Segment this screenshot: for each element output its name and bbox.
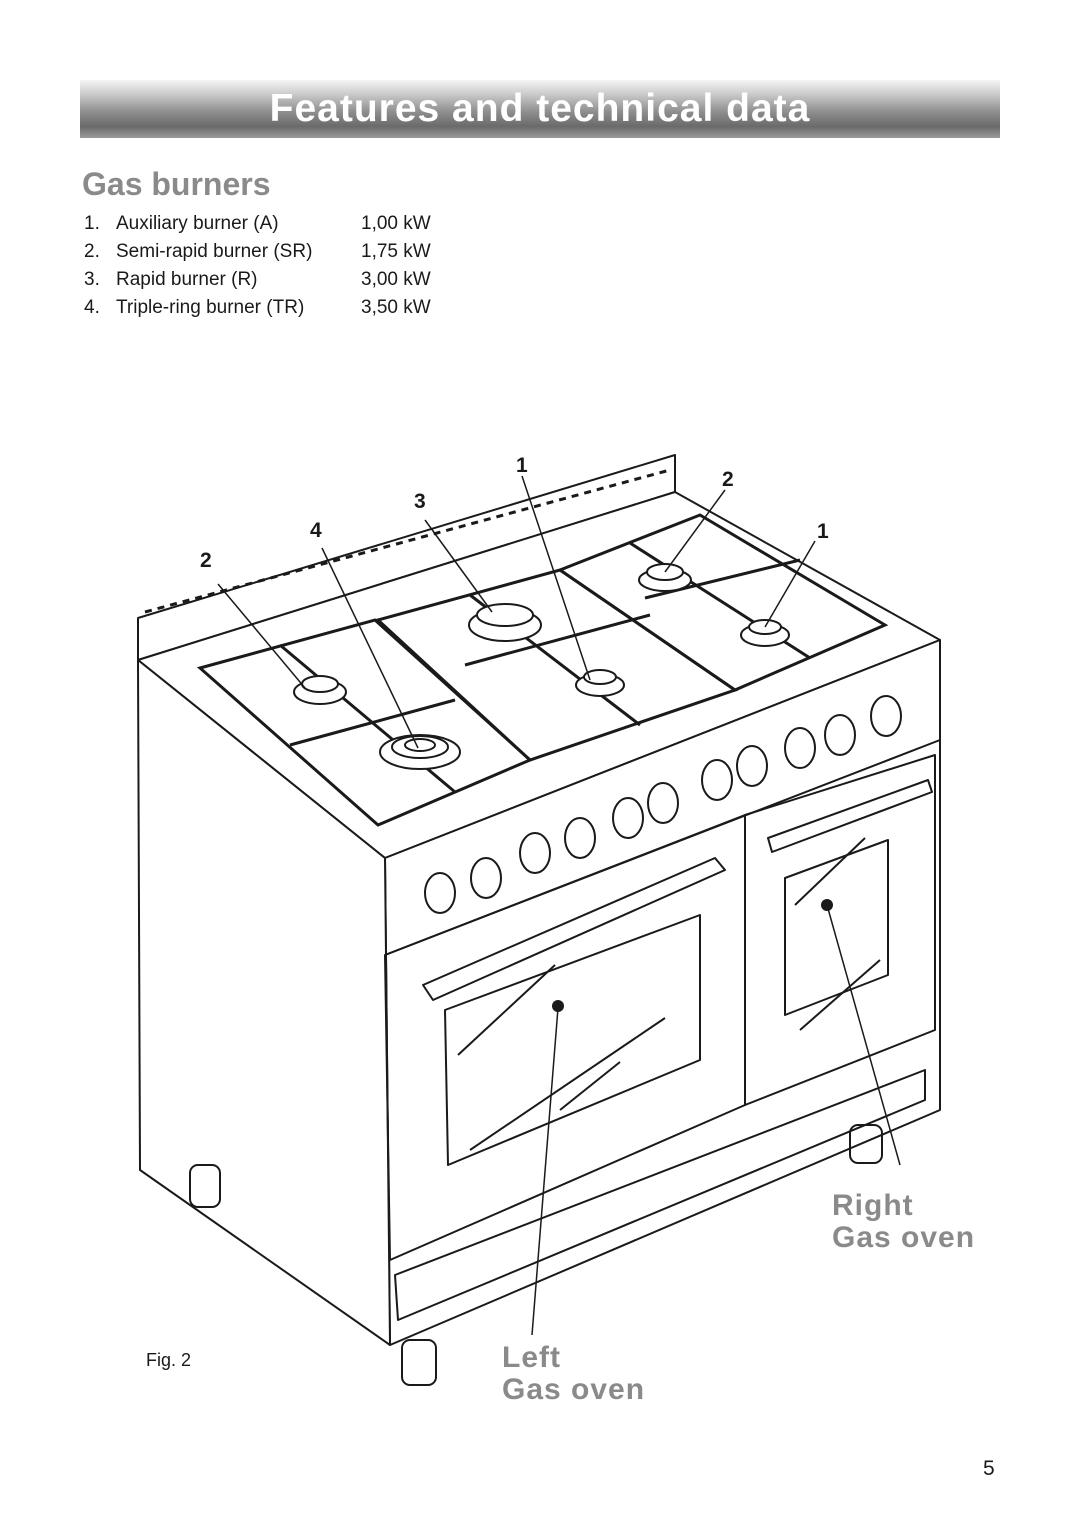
foot [189,1164,221,1208]
right-oven-label-line2: Gas oven [832,1221,976,1254]
left-oven-handle [422,857,726,1001]
burner-name: Auxiliary burner (A) [116,213,279,234]
right-oven-handle [767,779,933,853]
left-oven-label-line2: Gas oven [502,1373,646,1406]
right-oven-marker [821,899,833,911]
burner-power: 1,75 kW [361,241,431,262]
burner-number: 2. [84,241,100,262]
header-banner: Features and technical data [80,80,1000,138]
burner-name: Semi-rapid burner (SR) [116,241,313,262]
left-oven-window [444,914,701,1166]
foot [849,1124,883,1164]
burner-auxiliary-center [575,669,625,697]
page-number: 5 [983,1457,995,1480]
burner-power: 3,00 kW [361,269,431,290]
callout-label: 1 [516,454,528,477]
side-panel [137,659,391,1346]
list-item: 1. Auxiliary burner (A) 1,00 kW [84,210,461,238]
right-oven-door [744,754,936,1106]
control-knobs [424,695,902,914]
right-oven-window [784,839,889,1016]
burner-list: 1. Auxiliary burner (A) 1,00 kW 2. Semi-… [84,210,461,322]
burner-rapid [468,603,542,642]
burner-number: 4. [84,297,100,318]
right-oven-label-line1: Right [832,1189,914,1222]
list-item: 2. Semi-rapid burner (SR) 1,75 kW [84,238,461,266]
pan-supports [196,513,889,827]
figure-caption: Fig. 2 [146,1350,192,1370]
foot [401,1339,437,1386]
burner-number: 3. [84,269,100,290]
burner-auxiliary-right [740,619,790,647]
burner-name: Rapid burner (R) [116,269,258,290]
left-oven-label-line1: Left [502,1341,561,1374]
storage-drawer [394,1069,926,1321]
burner-power: 3,50 kW [361,297,431,318]
callout-label: 2 [200,549,212,572]
left-oven-marker [552,1000,564,1012]
leader-lines [217,475,901,1336]
page-title: Features and technical data [269,87,811,130]
burner-name: Triple-ring burner (TR) [116,297,305,318]
burner-power: 1,00 kW [361,213,431,234]
list-item: 4. Triple-ring burner (TR) 3,50 kW [84,294,461,322]
callout-label: 3 [414,490,426,513]
callout-label: 4 [310,519,322,542]
right-oven-label: Right Gas oven [832,1190,975,1254]
section-title: Gas burners [82,166,271,202]
callout-label: 2 [722,468,734,491]
callout-label: 1 [817,520,829,543]
burner-triple-ring [379,734,461,770]
left-oven-label: Left Gas oven [502,1342,645,1406]
list-item: 3. Rapid burner (R) 3,00 kW [84,266,461,294]
burner-number: 1. [84,213,100,234]
